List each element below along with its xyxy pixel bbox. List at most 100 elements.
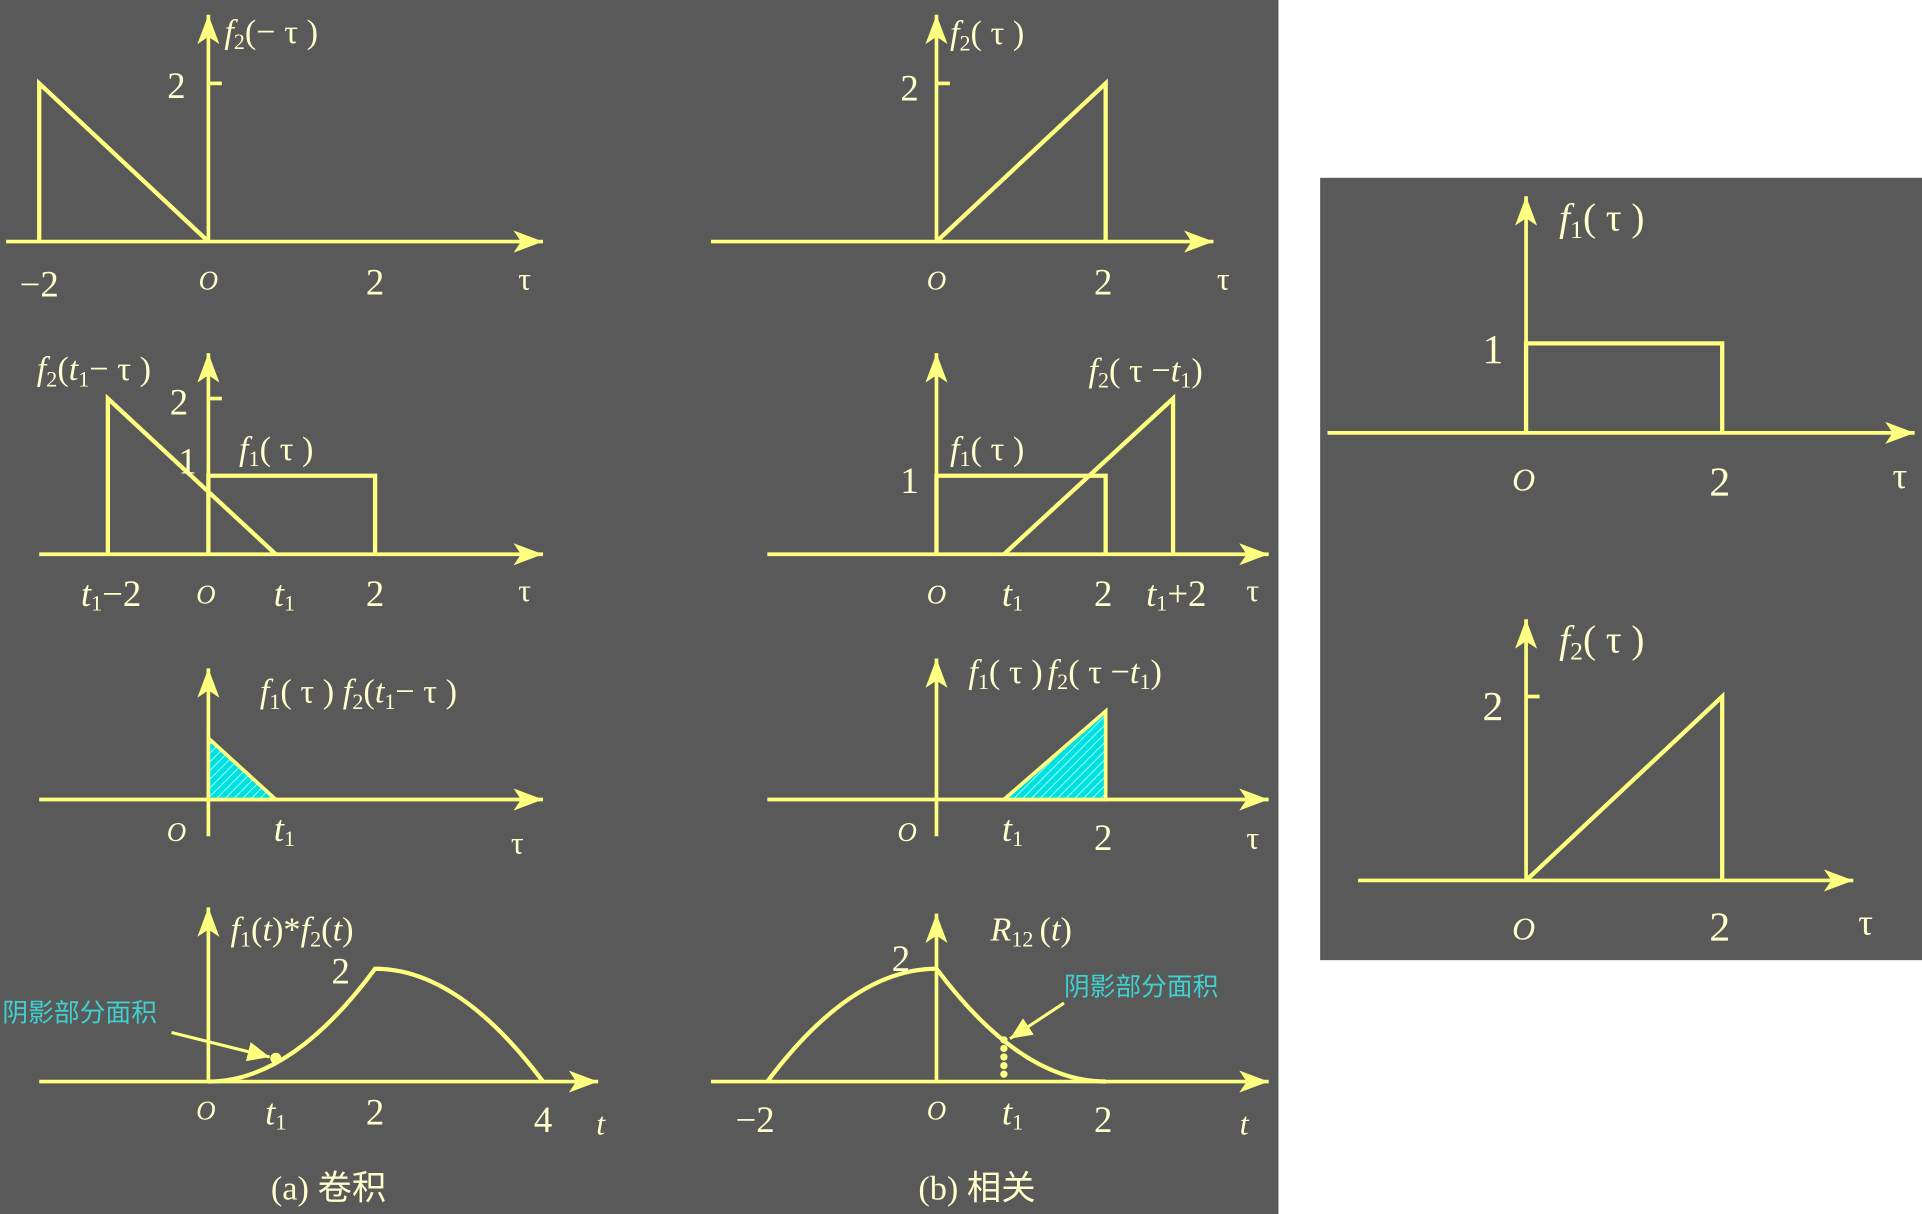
x-axis-label: τ	[1246, 573, 1259, 608]
label-segment: 1	[249, 446, 260, 471]
label-segment: 1	[978, 669, 989, 694]
label-segment: (	[363, 673, 374, 711]
label-segment: ( τ )	[1583, 197, 1644, 240]
peak-value-label: 2	[332, 950, 350, 991]
label-segment: (	[1040, 911, 1051, 949]
label-segment: t	[1130, 653, 1141, 691]
y-tick-label: 1	[1483, 327, 1504, 373]
f1-rectangle-curve	[1523, 341, 1725, 433]
x-axis-label: t	[1240, 1106, 1250, 1141]
f2-reflected-curve	[37, 78, 210, 244]
x-tick-label: 2	[1094, 261, 1112, 302]
label-segment: −2	[102, 573, 141, 614]
label-segment: 2	[46, 366, 57, 391]
shaded-area-annotation: 阴影部分面积	[1064, 973, 1218, 1003]
x-tick-label: −2	[736, 1099, 775, 1140]
label-segment: ( τ )	[989, 653, 1043, 691]
x-tick-label: t1	[1002, 1091, 1023, 1134]
plot-title: f2( τ −t1)	[1088, 351, 1202, 392]
annotation-arrow	[1009, 1001, 1065, 1040]
caption-convolution: (a) 卷积	[271, 1169, 386, 1207]
origin-label: O	[196, 579, 215, 609]
plot-title: f2( τ )	[950, 14, 1024, 55]
y-tick-label: 1	[900, 460, 918, 501]
origin-label: O	[167, 817, 186, 847]
x-axis-label: τ	[1246, 821, 1259, 856]
label-segment: t	[1002, 808, 1013, 849]
label-segment: 1	[240, 927, 251, 952]
f1-curve-label: f1( τ )	[239, 430, 313, 471]
x-tick-label: 2	[1094, 573, 1112, 614]
x-tick-label: 2	[366, 573, 384, 614]
origin-label: O	[199, 265, 218, 295]
label-segment: 2	[310, 927, 321, 952]
plot-title: f2(− τ )	[224, 13, 318, 54]
label-segment: t	[1171, 351, 1182, 389]
plot-f2-tau: f2( τ ) 2 O 2 τ	[1358, 618, 1873, 951]
x-tick-label: 2	[1094, 817, 1112, 858]
label-segment: 2	[1570, 637, 1583, 666]
origin-label: O	[927, 265, 946, 295]
x-axis-label: τ	[511, 825, 524, 860]
plot-product-correlation: f1( τ )f2( τ −t1) O t1 2 τ	[767, 653, 1269, 858]
label-segment: ( τ )	[1583, 618, 1644, 661]
label-segment: t	[81, 573, 92, 614]
label-segment: )	[1151, 653, 1162, 691]
x-tick-label: t1	[265, 1091, 286, 1134]
label-segment: )	[1191, 351, 1202, 389]
shaded-area-annotation: 阴影部分面积	[2, 998, 156, 1028]
label-segment: 1	[1570, 215, 1583, 244]
label-segment: ( τ )	[260, 430, 314, 468]
x-axis-label: τ	[1893, 455, 1908, 496]
f2-ramp-curve	[1524, 691, 1725, 883]
label-segment: t	[1051, 911, 1062, 949]
label-segment: (	[321, 911, 332, 949]
x-tick-label: 4	[534, 1099, 552, 1140]
x-axis-label: τ	[1217, 261, 1230, 296]
plot-f2-minus-tau: f2(− τ ) 2 −2 O 2 τ	[6, 13, 544, 305]
f2-reflected-shifted-curve	[105, 393, 278, 556]
label-segment: )	[1061, 911, 1072, 949]
left-panel-background	[0, 0, 1279, 1214]
label-segment: 1	[1012, 591, 1023, 616]
label-segment: 1	[284, 591, 295, 616]
label-segment: 2	[1098, 367, 1109, 392]
label-segment: t	[265, 1091, 276, 1132]
label-segment: 12	[1011, 927, 1033, 952]
origin-label: O	[927, 1096, 946, 1126]
label-segment: t	[69, 350, 80, 388]
origin-label: O	[1512, 911, 1535, 946]
y-tick-label: 2	[900, 68, 918, 109]
t1-point	[270, 1052, 282, 1064]
label-segment: )	[342, 911, 353, 949]
label-segment: 1	[275, 1109, 286, 1134]
label-segment: t	[274, 808, 285, 849]
convolution-curve	[208, 966, 545, 1084]
f2-shifted-curve	[1002, 393, 1176, 556]
label-segment: )*	[272, 911, 301, 949]
origin-label: O	[196, 1096, 215, 1126]
label-segment: 1	[1012, 826, 1023, 851]
x-axis-label: τ	[518, 261, 531, 296]
x-tick-label: 2	[1709, 459, 1730, 505]
label-segment: 1	[1012, 1109, 1023, 1134]
convolution-column: f2(− τ ) 2 −2 O 2 τ f2(t1− τ ) 2 1 f1( τ…	[2, 13, 606, 1207]
label-segment: ( τ −	[1068, 653, 1130, 691]
label-segment: t	[1002, 573, 1013, 614]
x-tick-label: 2	[1709, 905, 1730, 951]
plot-f2-tau: f2( τ ) 2 O 2 τ	[710, 14, 1230, 302]
label-segment: (	[57, 350, 68, 388]
label-segment: ( τ )	[280, 673, 334, 711]
label-segment: t	[375, 673, 386, 711]
origin-label: O	[927, 579, 946, 609]
x-tick-label: t1+2	[1146, 573, 1206, 616]
label-segment: 1	[960, 446, 971, 471]
f1-rectangle-curve	[934, 473, 1108, 555]
label-segment: t	[262, 911, 273, 949]
source-signals-panel: f1( τ ) 1 O 2 τ f2( τ ) 2 O 2 τ	[1327, 196, 1915, 951]
plot-title: R12(t)	[989, 911, 1072, 952]
label-segment: − τ )	[395, 673, 457, 711]
label-segment: (	[251, 911, 262, 949]
label-segment: 2	[234, 29, 245, 54]
y-tick-label: 1	[178, 440, 196, 481]
